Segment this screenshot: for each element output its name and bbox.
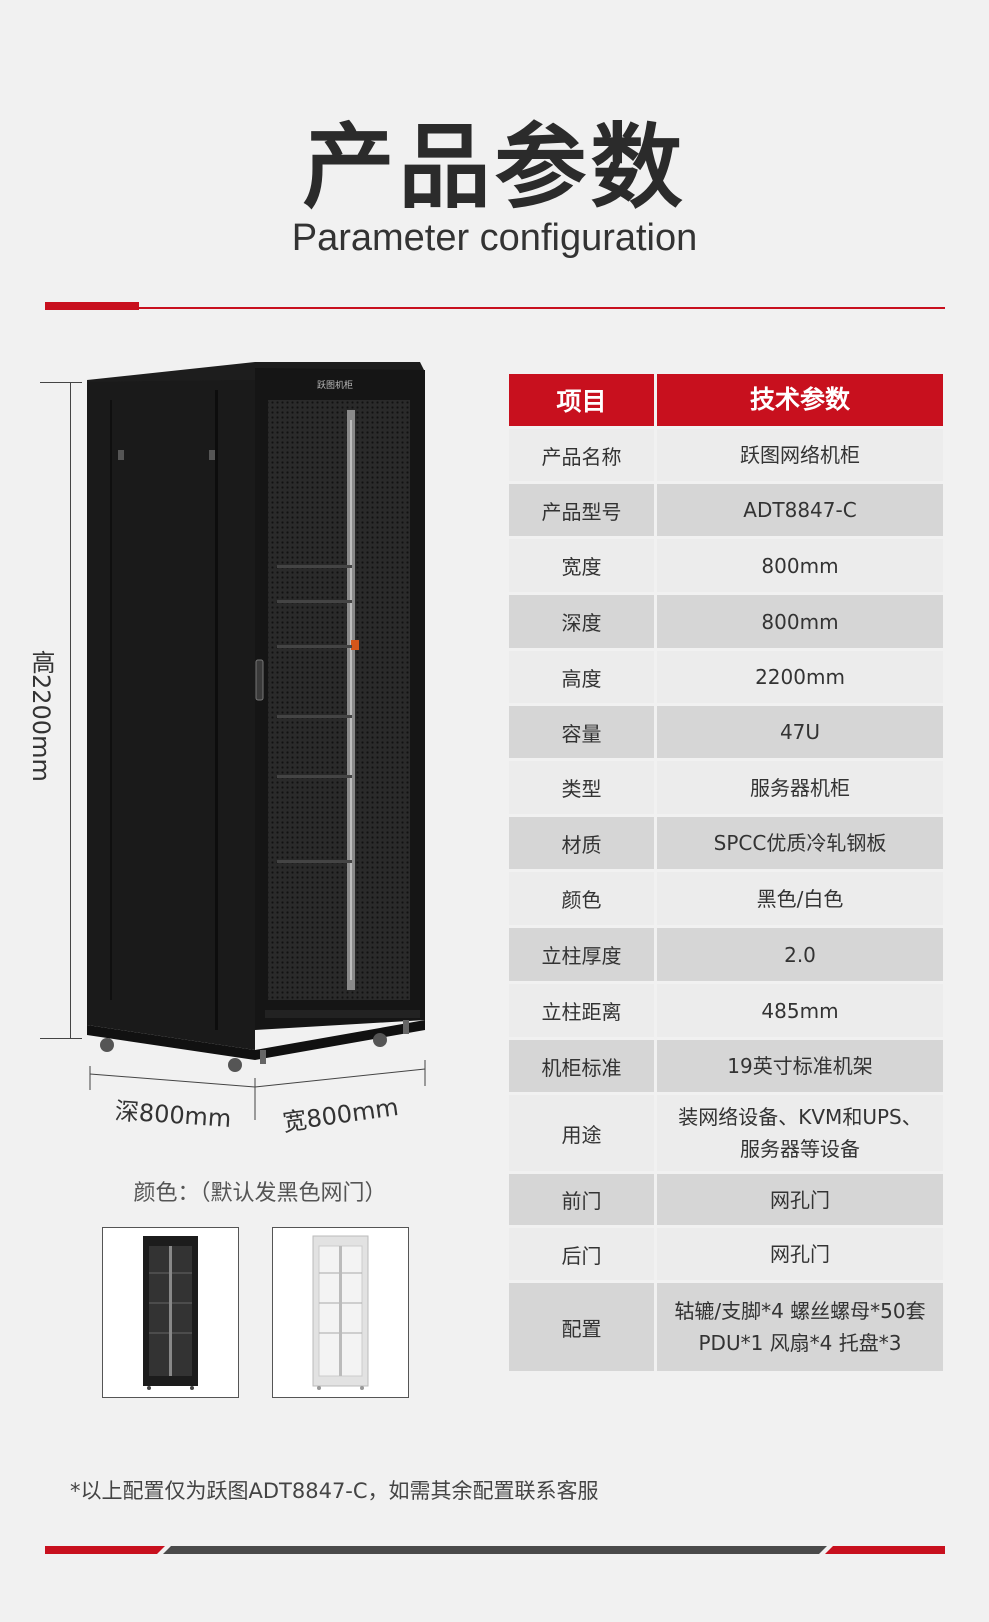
table-cell-item: 后门	[509, 1228, 654, 1280]
color-option-white[interactable]	[272, 1227, 409, 1398]
table-header-value: 技术参数	[657, 374, 943, 426]
table-cell-item: 立柱厚度	[509, 928, 654, 981]
table-cell-item: 用途	[509, 1095, 654, 1171]
table-row: 后门 网孔门	[509, 1228, 943, 1280]
page-subtitle: Parameter configuration	[291, 217, 698, 259]
spec-table: 项目 技术参数 产品名称 跃图网络机柜 产品型号 ADT8847-C 宽度 80…	[509, 374, 943, 1374]
table-cell-item: 高度	[509, 651, 654, 703]
table-row: 颜色 黑色/白色	[509, 872, 943, 925]
table-row: 机柜标准 19英寸标准机架	[509, 1040, 943, 1092]
table-header-item: 项目	[509, 374, 654, 426]
table-cell-value: SPCC优质冷轧钢板	[657, 817, 943, 869]
table-cell-value: 800mm	[657, 539, 943, 592]
table-cell-value: 485mm	[657, 984, 943, 1037]
table-row: 高度 2200mm	[509, 651, 943, 703]
table-cell-value: 2200mm	[657, 651, 943, 703]
table-cell-value: ADT8847-C	[657, 484, 943, 536]
table-row: 产品型号 ADT8847-C	[509, 484, 943, 536]
table-row: 立柱距离 485mm	[509, 984, 943, 1037]
bottom-decoration	[45, 1546, 945, 1554]
footnote: *以上配置仅为跃图ADT8847-C，如需其余配置联系客服	[70, 1479, 599, 1503]
table-cell-item: 类型	[509, 761, 654, 814]
height-dimension-tick-top	[40, 382, 82, 383]
table-row: 前门 网孔门	[509, 1174, 943, 1225]
table-cell-item: 机柜标准	[509, 1040, 654, 1092]
table-row: 产品名称 跃图网络机柜	[509, 429, 943, 481]
table-cell-value: 跃图网络机柜	[657, 429, 943, 481]
table-cell-item: 颜色	[509, 872, 654, 925]
table-row: 宽度 800mm	[509, 539, 943, 592]
table-row: 深度 800mm	[509, 595, 943, 648]
height-dimension-label: 高2200mm	[27, 650, 55, 782]
color-caption: 颜色：（默认发黑色网门）	[133, 1181, 387, 1206]
table-cell-value: 19英寸标准机架	[657, 1040, 943, 1092]
table-cell-item: 产品名称	[509, 429, 654, 481]
table-row: 类型 服务器机柜	[509, 761, 943, 814]
table-cell-item: 前门	[509, 1174, 654, 1225]
table-row: 立柱厚度 2.0	[509, 928, 943, 981]
table-row: 材质 SPCC优质冷轧钢板	[509, 817, 943, 869]
table-cell-value-line2: PDU*1 风扇*4 托盘*3	[698, 1331, 902, 1355]
table-cell-value: 装网络设备、KVM和UPS、 服务器等设备	[657, 1095, 943, 1171]
table-cell-value: 网孔门	[657, 1228, 943, 1280]
table-cell-value: 黑色/白色	[657, 872, 943, 925]
base-dimension-lines	[89, 1060, 426, 1120]
table-row: 配置 轱辘/支脚*4 螺丝螺母*50套 PDU*1 风扇*4 托盘*3	[509, 1283, 943, 1371]
cabinet-image: 跃图机柜	[85, 360, 430, 1080]
table-cell-item: 深度	[509, 595, 654, 648]
table-row: 用途 装网络设备、KVM和UPS、 服务器等设备	[509, 1095, 943, 1171]
table-cell-value: 网孔门	[657, 1174, 943, 1225]
depth-dimension-label: 深800mm	[113, 1096, 233, 1134]
table-cell-value: 轱辘/支脚*4 螺丝螺母*50套 PDU*1 风扇*4 托盘*3	[657, 1283, 943, 1371]
table-cell-item: 材质	[509, 817, 654, 869]
table-cell-value: 800mm	[657, 595, 943, 648]
table-cell-value: 2.0	[657, 928, 943, 981]
table-cell-item: 配置	[509, 1283, 654, 1371]
table-cell-value-line1: 轱辘/支脚*4 螺丝螺母*50套	[674, 1299, 926, 1323]
height-dimension-tick-bottom	[40, 1038, 82, 1039]
page-title: 产品参数	[302, 114, 687, 221]
table-cell-value: 47U	[657, 706, 943, 758]
table-cell-value-line1: 装网络设备、KVM和UPS、	[678, 1105, 922, 1129]
table-cell-value: 服务器机柜	[657, 761, 943, 814]
table-row: 容量 47U	[509, 706, 943, 758]
title-divider	[45, 307, 945, 309]
table-cell-item: 宽度	[509, 539, 654, 592]
table-cell-item: 产品型号	[509, 484, 654, 536]
height-dimension-line	[70, 382, 71, 1038]
table-cell-item: 立柱距离	[509, 984, 654, 1037]
table-cell-item: 容量	[509, 706, 654, 758]
color-option-black[interactable]	[102, 1227, 239, 1398]
cabinet-brand-label: 跃图机柜	[317, 379, 353, 391]
table-cell-value-line2: 服务器等设备	[740, 1137, 860, 1161]
table-header-row: 项目 技术参数	[509, 374, 943, 426]
title-divider-accent	[45, 302, 139, 310]
